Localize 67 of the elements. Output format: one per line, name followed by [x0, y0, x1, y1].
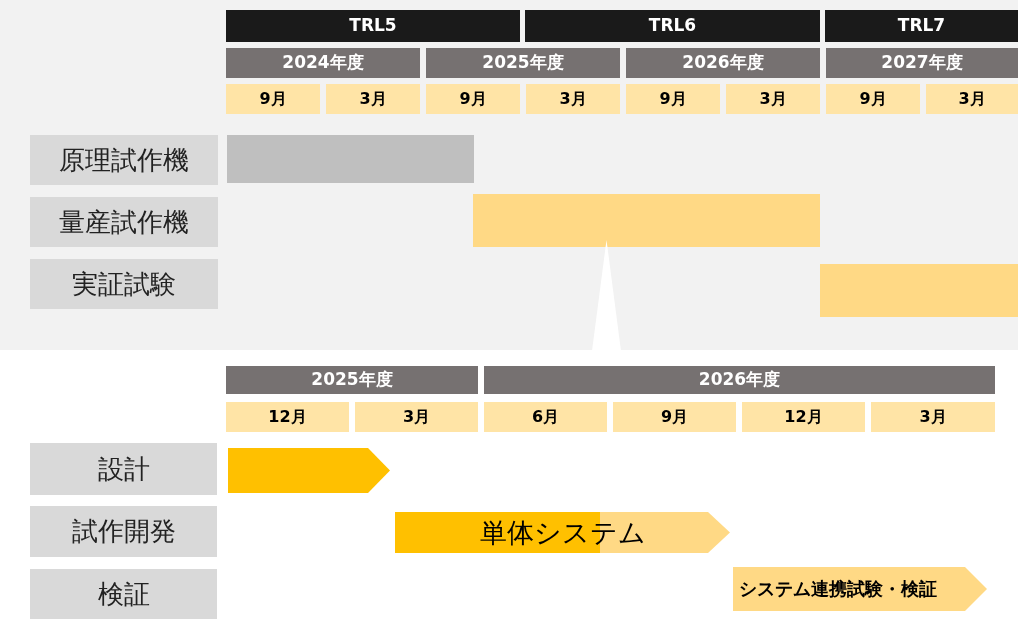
year-header — [626, 48, 820, 78]
month-header — [871, 402, 995, 432]
label-text: 原理試作機 — [59, 143, 189, 177]
label-text: 2025年度 — [482, 52, 564, 74]
year-header — [226, 48, 420, 78]
zoom-wedge — [592, 240, 621, 351]
label-text: TRL7 — [897, 15, 946, 37]
gantt-bar — [820, 264, 1018, 317]
month-header — [742, 402, 865, 432]
row-label — [30, 506, 217, 557]
label-text: 試作開発 — [71, 515, 176, 548]
label-text: 3月 — [559, 89, 587, 109]
year-header — [426, 48, 620, 78]
label-text: 量産試作機 — [59, 205, 189, 239]
month-header — [626, 84, 720, 114]
label-text: 9月 — [459, 89, 487, 109]
trl-header — [525, 10, 820, 42]
month-header — [226, 84, 320, 114]
row-label — [30, 197, 218, 247]
month-header — [726, 84, 820, 114]
row-label — [30, 569, 217, 619]
label-text: 2025年度 — [311, 369, 393, 391]
label-text: 12月 — [268, 407, 307, 427]
label-text: TRL5 — [349, 15, 397, 37]
month-header — [426, 84, 520, 114]
year-header — [484, 366, 995, 394]
year-header — [826, 48, 1018, 78]
month-header — [226, 402, 349, 432]
month-header — [526, 84, 620, 114]
arrow-bar — [228, 448, 390, 493]
label-text: 3月 — [402, 407, 431, 427]
label-text: 実証試験 — [72, 267, 176, 301]
month-header — [355, 402, 478, 432]
month-header — [826, 84, 920, 114]
label-text: 2024年度 — [282, 52, 364, 74]
label-text: 3月 — [359, 89, 387, 109]
label-text: 2026年度 — [698, 369, 781, 391]
month-header — [326, 84, 420, 114]
label-text: 12月 — [784, 407, 823, 427]
label-text: 6月 — [531, 407, 560, 427]
label-text: 9月 — [259, 89, 287, 109]
trl-header — [825, 10, 1018, 42]
label-text: 3月 — [919, 407, 947, 427]
label-text: 2026年度 — [682, 52, 764, 74]
arrow-bar — [733, 567, 987, 611]
arrow-bar — [395, 512, 730, 553]
bar-label: 単体システム — [479, 515, 646, 550]
label-text: 設計 — [97, 452, 150, 486]
month-header — [484, 402, 607, 432]
label-text: 9月 — [859, 89, 887, 109]
trl-header — [226, 10, 520, 42]
month-header — [926, 84, 1018, 114]
label-text: 3月 — [958, 89, 986, 109]
gantt-bar — [227, 135, 474, 183]
label-text: 9月 — [660, 407, 689, 427]
label-text: 検証 — [97, 577, 150, 611]
bar-label: システム連携試験・検証 — [739, 577, 937, 601]
row-label — [30, 259, 218, 309]
row-label — [30, 135, 218, 185]
label-text: 3月 — [759, 89, 787, 109]
month-header — [613, 402, 736, 432]
row-label — [30, 443, 217, 495]
year-header — [226, 366, 478, 394]
label-text: TRL6 — [648, 15, 697, 37]
gantt-bar — [473, 194, 820, 247]
label-text: 9月 — [659, 89, 687, 109]
label-text: 2027年度 — [881, 52, 963, 74]
